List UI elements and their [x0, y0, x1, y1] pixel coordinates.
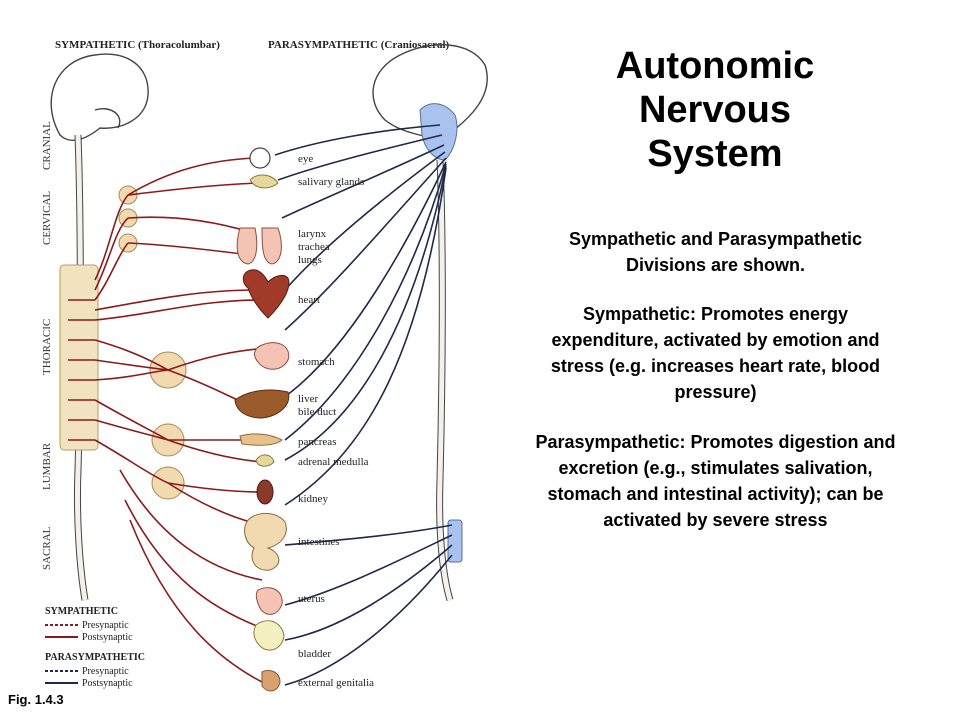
label-intestines: intestines	[298, 536, 340, 548]
label-bile-duct: bile duct	[298, 406, 336, 418]
parasympathetic-paragraph: Parasympathetic: Promotes digestion and …	[535, 432, 896, 530]
label-salivary: salivary glands	[298, 176, 364, 188]
parasympathetic-heading: PARASYMPATHETIC (Craniosacral)	[268, 39, 450, 51]
label-bladder: bladder	[298, 648, 331, 660]
title-line-3: System	[647, 133, 783, 175]
region-thoracic: THORACIC	[41, 319, 53, 375]
label-pancreas: pancreas	[298, 436, 336, 448]
parasympathetic-nerves	[274, 124, 453, 686]
heart-shape	[242, 269, 290, 319]
sacral-highlight	[447, 519, 463, 563]
right-spinal-cord	[436, 159, 463, 602]
region-cranial: CRANIAL	[41, 121, 53, 170]
page-title: Autonomic Nervous System	[545, 44, 885, 176]
salivary-glands-shape	[249, 174, 279, 189]
legend-para-post-label: Postsynaptic	[82, 678, 133, 689]
lungs-shape	[236, 227, 282, 265]
organ-labels: eye salivary glands larynx trachea lungs…	[298, 153, 374, 689]
legend-parasympathetic-title: PARASYMPATHETIC	[45, 652, 145, 663]
legend-sympathetic-title: SYMPATHETIC	[45, 606, 118, 617]
label-trachea: trachea	[298, 241, 330, 253]
legend-symp-post-label: Postsynaptic	[82, 632, 133, 643]
label-kidney: kidney	[298, 493, 328, 505]
label-eye: eye	[298, 153, 313, 165]
title-line-2: Nervous	[638, 89, 792, 131]
bladder-shape	[253, 620, 285, 651]
thoracic-vertebrae-band	[59, 264, 99, 451]
sympathetic-paragraph: Sympathetic: Promotes energy expenditure…	[550, 304, 881, 402]
pancreas-shape	[239, 433, 283, 446]
ans-diagram: SYMPATHETIC (Thoracolumbar) PARASYMPATHE…	[41, 39, 488, 692]
label-heart: heart	[298, 294, 320, 306]
title-line-1: Autonomic	[615, 45, 815, 87]
label-larynx: larynx	[298, 228, 327, 240]
legend-symp-pre-label: Presynaptic	[82, 620, 129, 631]
uterus-shape	[255, 587, 283, 615]
label-stomach: stomach	[298, 356, 335, 368]
label-uterus: uterus	[298, 593, 325, 605]
legend-para-pre-label: Presynaptic	[82, 666, 129, 677]
brainstem-highlight	[419, 103, 458, 161]
region-sacral: SACRAL	[41, 526, 53, 570]
sympathetic-ganglia	[118, 185, 187, 500]
kidney-shape	[256, 479, 274, 505]
figure-caption: Fig. 1.4.3	[8, 692, 64, 707]
eye-shape	[249, 147, 271, 169]
sympathetic-heading: SYMPATHETIC (Thoracolumbar)	[55, 39, 220, 51]
intestines-shape	[244, 513, 287, 571]
intro-paragraph: Sympathetic and Parasympathetic Division…	[568, 229, 863, 275]
region-cervical: CERVICAL	[41, 191, 53, 245]
label-adrenal: adrenal medulla	[298, 456, 369, 468]
organs	[234, 147, 290, 692]
label-liver: liver	[298, 393, 318, 405]
adrenal-shape	[255, 454, 275, 467]
genitalia-shape	[261, 669, 281, 692]
right-brain	[372, 44, 488, 161]
left-spinal-cord	[59, 134, 99, 601]
legend: SYMPATHETIC Presynaptic Postsynaptic PAR…	[45, 606, 145, 689]
region-lumbar: LUMBAR	[41, 442, 53, 490]
label-lungs: lungs	[298, 254, 322, 266]
stomach-shape	[254, 342, 290, 370]
label-genitalia: external genitalia	[298, 677, 374, 689]
left-brain	[50, 53, 149, 142]
liver-shape	[234, 389, 290, 419]
